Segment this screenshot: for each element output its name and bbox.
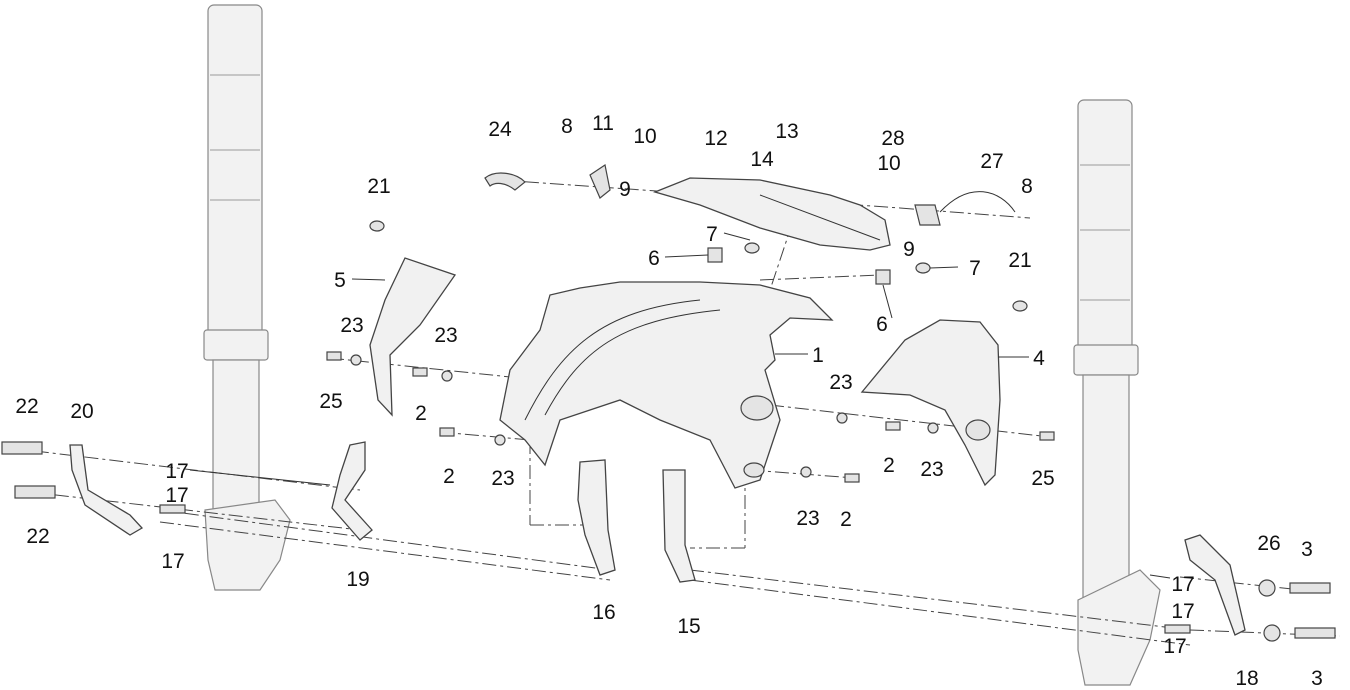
callout: 10 bbox=[633, 125, 656, 148]
callout: 8 bbox=[1021, 175, 1033, 198]
callout: 23 bbox=[434, 324, 457, 347]
callout: 6 bbox=[648, 247, 660, 270]
fasteners bbox=[1, 164, 1336, 642]
callout: 3 bbox=[1311, 667, 1323, 690]
callout: 12 bbox=[704, 127, 727, 150]
callout: 3 bbox=[1301, 538, 1313, 561]
callout: 11 bbox=[592, 112, 614, 135]
callout: 19 bbox=[346, 568, 369, 591]
callout: 23 bbox=[920, 458, 943, 481]
callout: 9 bbox=[903, 238, 915, 261]
callout: 5 bbox=[334, 269, 346, 292]
callout: 15 bbox=[677, 615, 700, 638]
callout: 17 bbox=[161, 550, 184, 573]
leader-lines bbox=[189, 232, 1171, 579]
callout: 24 bbox=[488, 118, 512, 141]
callout: 16 bbox=[592, 601, 615, 624]
bracket-part-16 bbox=[577, 459, 616, 576]
callout: 17 bbox=[165, 484, 188, 507]
callout: 23 bbox=[340, 314, 363, 337]
bracket-part-20 bbox=[69, 444, 144, 536]
callout: 18 bbox=[1235, 667, 1258, 690]
callout: 17 bbox=[1171, 573, 1194, 596]
right-fork-tube bbox=[1073, 99, 1161, 686]
callout: 21 bbox=[1008, 249, 1031, 272]
callout: 27 bbox=[980, 150, 1003, 173]
callout: 17 bbox=[1163, 635, 1186, 658]
fender-cover-part-12 bbox=[653, 177, 891, 251]
callout: 23 bbox=[829, 371, 852, 394]
callout-labels: 24 8 11 10 12 13 28 14 10 27 8 9 9 21 7 … bbox=[15, 112, 1323, 690]
callout: 10 bbox=[877, 152, 900, 175]
side-panel-part-5 bbox=[369, 257, 457, 417]
callout: 4 bbox=[1033, 347, 1045, 370]
callout: 25 bbox=[1031, 467, 1054, 490]
bracket-part-15 bbox=[662, 469, 696, 583]
side-panel-part-4 bbox=[860, 319, 1001, 487]
callout: 2 bbox=[883, 454, 895, 477]
callout: 20 bbox=[70, 400, 93, 423]
callout: 8 bbox=[561, 115, 573, 138]
callout: 14 bbox=[750, 148, 774, 171]
callout: 23 bbox=[491, 467, 514, 490]
front-fender-part-1 bbox=[499, 281, 834, 489]
callout: 17 bbox=[1171, 600, 1194, 623]
callout: 22 bbox=[26, 525, 49, 548]
callout: 7 bbox=[969, 257, 981, 280]
callout: 6 bbox=[876, 313, 888, 336]
callout: 25 bbox=[319, 390, 342, 413]
callout: 23 bbox=[796, 507, 819, 530]
callout: 28 bbox=[881, 127, 904, 150]
callout: 2 bbox=[415, 402, 427, 425]
callout: 1 bbox=[812, 344, 824, 367]
bracket-part-18 bbox=[1184, 534, 1246, 636]
callout: 17 bbox=[165, 460, 188, 483]
callout: 9 bbox=[619, 178, 631, 201]
callout: 13 bbox=[775, 120, 798, 143]
callout: 2 bbox=[443, 465, 455, 488]
bracket-part-19 bbox=[331, 441, 373, 541]
callout: 21 bbox=[367, 175, 390, 198]
left-fork-tube bbox=[203, 4, 291, 591]
callout: 22 bbox=[15, 395, 38, 418]
callout: 2 bbox=[840, 508, 852, 531]
callout: 7 bbox=[706, 223, 718, 246]
callout: 26 bbox=[1257, 532, 1280, 555]
